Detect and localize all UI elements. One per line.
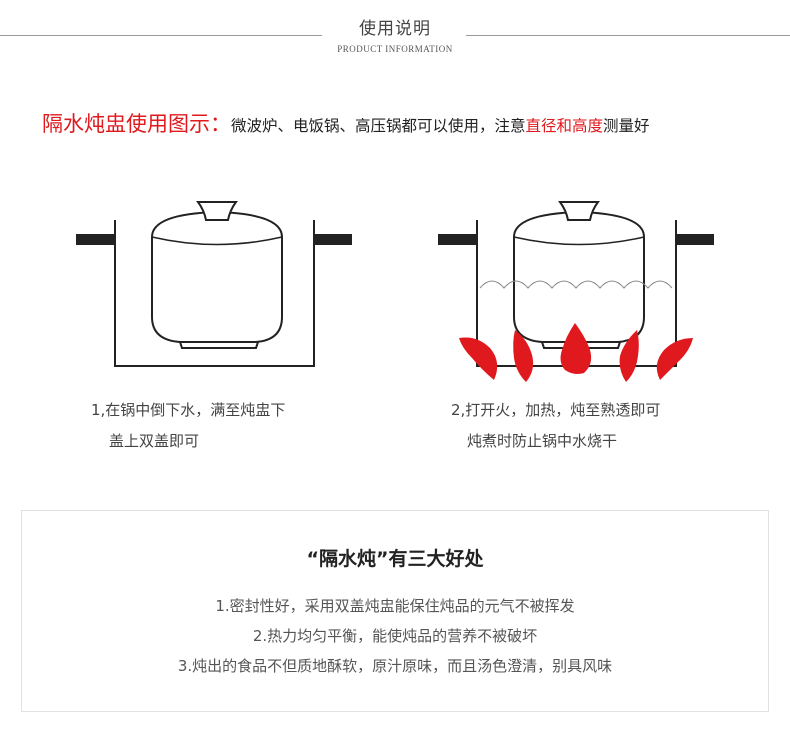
flame-icon: [656, 338, 693, 380]
stew-cup-body: [151, 237, 283, 343]
intro-text: 微波炉、电饭锅、高压锅都可以使用，注意直径和高度测量好: [231, 117, 650, 135]
stew-cup-lid-rim: [513, 236, 645, 246]
intro-text-after: 测量好: [603, 117, 650, 135]
benefit-item: 2.热力均匀平衡，能使炖品的营养不被破坏: [252, 627, 538, 645]
flame-icon: [619, 330, 639, 382]
step-2-line-1: 2,打开火，加热，炖至熟透即可: [451, 401, 661, 419]
step-2-line-2: 炖煮时防止锅中水烧干: [467, 432, 618, 450]
pot-handle-left: [76, 234, 114, 245]
pot-outline: [114, 220, 315, 367]
pot-handle-right: [314, 234, 352, 245]
stew-cup-lid-rim: [151, 236, 283, 246]
diagram-pot-with-water: [76, 201, 352, 367]
stew-cup-knob: [558, 201, 600, 221]
benefit-item: 1.密封性好，采用双盖炖盅能保住炖品的元气不被挥发: [215, 597, 575, 615]
usage-intro: 隔水炖盅使用图示：微波炉、电饭锅、高压锅都可以使用，注意直径和高度测量好: [42, 108, 650, 138]
section-subtitle: PRODUCT INFORMATION: [337, 44, 453, 54]
section-header: 使用说明 PRODUCT INFORMATION: [0, 0, 790, 60]
flame-icon: [459, 337, 498, 380]
header-divider-right: [466, 35, 790, 36]
step-1-line-2: 盖上双盖即可: [109, 432, 200, 450]
section-title: 使用说明: [359, 19, 431, 39]
steam-waves: [479, 280, 673, 289]
step-2-caption: 2,打开火，加热，炖至熟透即可 炖煮时防止锅中水烧干: [451, 395, 660, 457]
step-1-caption: 1,在锅中倒下水，满至炖盅下 盖上双盖即可: [91, 395, 285, 457]
intro-highlight: 直径和高度: [525, 117, 604, 135]
flame-icon: [513, 330, 534, 382]
intro-text-before: 微波炉、电饭锅、高压锅都可以使用，注意: [231, 117, 526, 135]
stew-cup-knob: [196, 201, 238, 221]
stew-cup-base: [179, 341, 259, 349]
diagram-pot-on-flame: [438, 201, 714, 382]
benefit-item: 3.炖出的食品不但质地酥软，原汁原味，而且汤色澄清，别具风味: [177, 657, 613, 675]
step-1-line-1: 1,在锅中倒下水，满至炖盅下: [91, 401, 286, 419]
flame-icon: [560, 323, 592, 374]
benefits-panel: “隔水炖”有三大好处 1.密封性好，采用双盖炖盅能保住炖品的元气不被挥发 2.热…: [21, 510, 769, 712]
pot-handle-right: [676, 234, 714, 245]
pot-handle-left: [438, 234, 476, 245]
intro-lead: 隔水炖盅使用图示：: [42, 112, 231, 136]
benefits-heading: “隔水炖”有三大好处: [306, 548, 484, 570]
header-divider-left: [0, 35, 322, 36]
stew-cup-body: [513, 237, 645, 343]
flame-group: [459, 323, 693, 382]
